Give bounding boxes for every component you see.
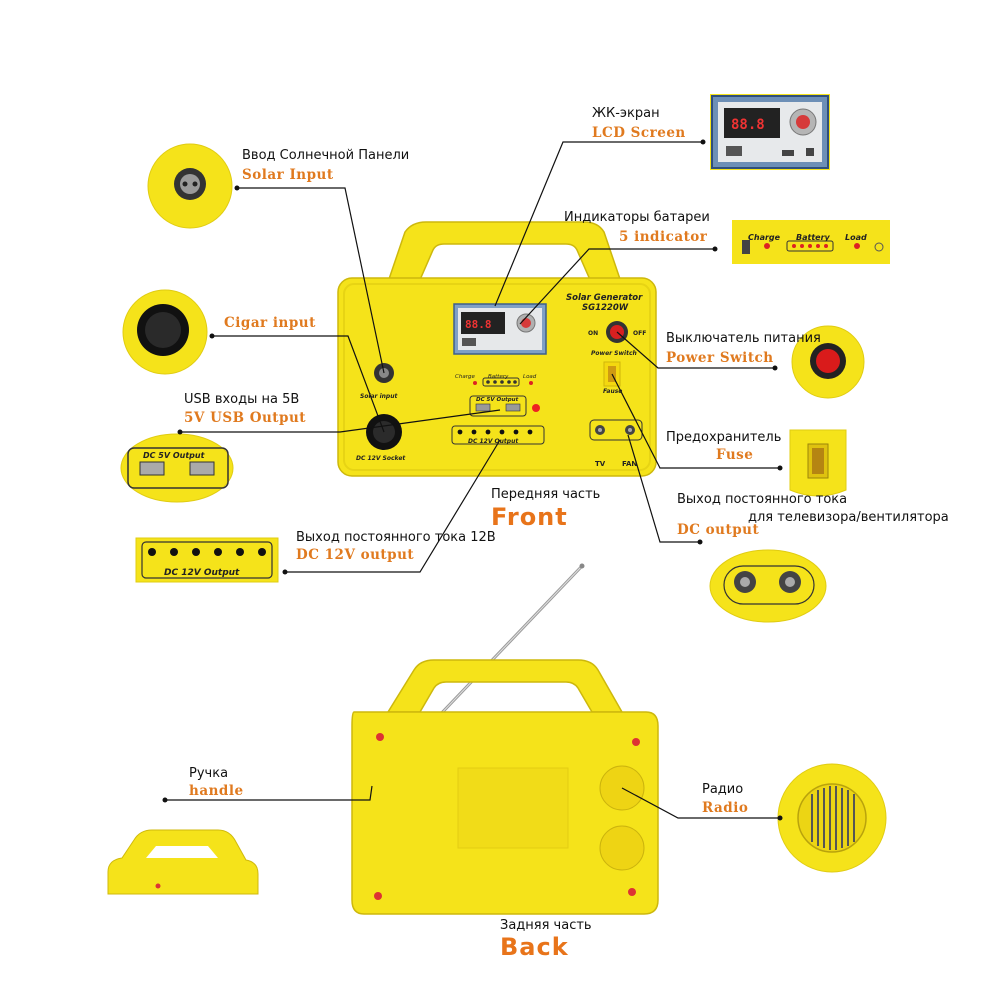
dc12-output-detail: [135, 537, 279, 583]
fuse-label-en: Fuse: [716, 447, 754, 463]
solar-input-label-ru: Ввод Солнечной Панели: [242, 148, 410, 163]
dc-output-label-ru-1: Выход постоянного тока: [677, 492, 848, 507]
cigar-input-label-en: Cigar input: [224, 315, 316, 331]
lcd-screen-detail: 88.8: [710, 94, 830, 170]
radio-label-en: Radio: [702, 800, 749, 816]
dc-output-label-en: DC output: [677, 522, 760, 538]
front-label-ru: Передняя часть: [491, 487, 601, 502]
battery-indicator-detail: [732, 220, 890, 264]
radio-speaker-detail: [777, 763, 887, 873]
dc12-output-label-ru: Выход постоянного тока 12В: [296, 530, 496, 545]
back-label-ru: Задняя часть: [500, 918, 592, 933]
fuse-label-ru: Предохранитель: [666, 430, 782, 445]
usb-output-label-en: 5V USB Output: [184, 410, 307, 426]
svg-text:88.8: 88.8: [465, 318, 492, 331]
dc-output-label-ru-2: для телевизора/вентилятора: [748, 510, 949, 525]
cigar-input-detail: [122, 289, 208, 375]
solar-input-detail: [147, 143, 233, 229]
front-device: 88.8: [337, 221, 657, 477]
dc-output-detail: [709, 549, 827, 623]
power-switch-label-ru: Выключатель питания: [666, 331, 821, 346]
dc12-output-label-en: DC 12V output: [296, 547, 415, 563]
lcd-screen-label-en: LCD Screen: [592, 125, 686, 141]
handle-label-en: handle: [189, 783, 244, 799]
front-label-en: Front: [491, 503, 568, 531]
battery-indicator-label-en: 5 indicator: [619, 229, 708, 245]
handle-detail: [107, 829, 259, 895]
usb-output-detail: [120, 433, 234, 503]
leader-lines: [165, 141, 780, 819]
back-device: [351, 563, 659, 915]
svg-text:88.8: 88.8: [731, 117, 765, 133]
lcd-screen-label-ru: ЖК-экран: [592, 106, 660, 121]
fuse-detail: [789, 429, 847, 497]
radio-label-ru: Радио: [702, 782, 744, 797]
handle-label-ru: Ручка: [189, 766, 229, 781]
solar-input-label-en: Solar Input: [242, 167, 334, 183]
power-switch-detail: [791, 325, 865, 399]
usb-output-label-ru: USB входы на 5В: [184, 392, 300, 407]
battery-indicator-label-ru: Индикаторы батареи: [564, 210, 710, 225]
back-label-en: Back: [500, 933, 569, 961]
power-switch-label-en: Power Switch: [666, 350, 774, 366]
